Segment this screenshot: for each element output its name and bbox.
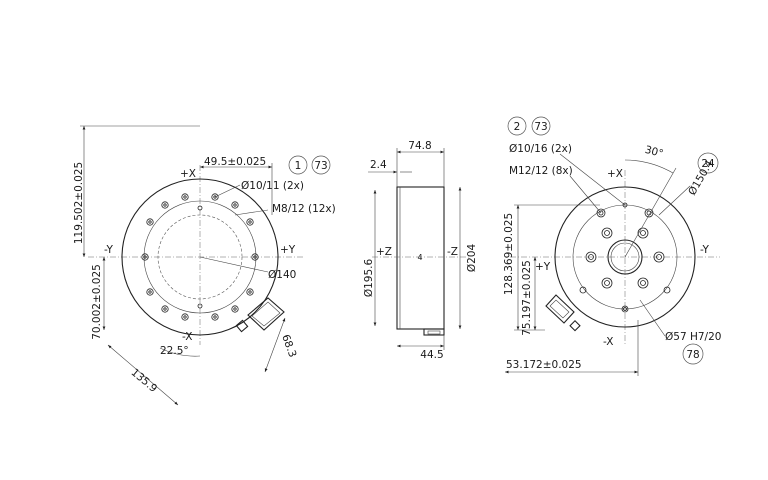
right-axis-py: +Y bbox=[535, 261, 551, 273]
left-diag-dim: 135.9 bbox=[129, 366, 160, 395]
right-axis-px: +X bbox=[607, 168, 623, 180]
right-dia: Ø150.4 bbox=[686, 158, 716, 197]
right-hole-b: M12/12 (8x) bbox=[509, 165, 573, 177]
right-connector bbox=[545, 294, 581, 332]
left-outer-body bbox=[121, 178, 279, 336]
left-inner-circle bbox=[157, 214, 243, 300]
right-view: 30° 2 73 Ø10/16 (2x) M12/12 (8x) 24 Ø150… bbox=[503, 116, 721, 376]
left-hole-b: M8/12 (12x) bbox=[272, 203, 336, 215]
left-callout-1 bbox=[288, 155, 308, 175]
right-callout-2-label: 2 bbox=[514, 121, 521, 133]
right-vert-dim-1: 128.369±0.025 bbox=[503, 213, 515, 295]
right-callout-78 bbox=[682, 343, 704, 365]
right-callout-73 bbox=[531, 116, 551, 136]
left-conn-dim: 68.3 bbox=[279, 333, 298, 359]
right-angle: 30° bbox=[643, 144, 664, 160]
left-axis-px: +X bbox=[180, 168, 196, 180]
left-view: 119.502±0.025 70.002±0.025 49.5±0.025 1 … bbox=[73, 125, 336, 406]
left-axis-py: +Y bbox=[280, 244, 296, 256]
side-center-mark: 4 bbox=[417, 253, 422, 262]
left-callout-73 bbox=[311, 155, 331, 175]
right-axis-nx: -X bbox=[603, 336, 613, 348]
left-dia: Ø140 bbox=[268, 269, 296, 281]
side-view: 74.8 2.4 Ø195.6 Ø204 44.5 +Z -Z 4 bbox=[363, 140, 478, 361]
left-holes bbox=[141, 193, 259, 321]
right-outer-body bbox=[554, 186, 696, 328]
left-axis-ny: -Y bbox=[104, 244, 114, 256]
side-axis-nz: -Z bbox=[447, 246, 458, 258]
side-body bbox=[396, 186, 445, 330]
left-callout-1-label: 1 bbox=[295, 160, 302, 172]
left-side-dim: 70.002±0.025 bbox=[91, 264, 103, 340]
right-callout-24 bbox=[697, 152, 719, 174]
left-hole-a: Ø10/11 (2x) bbox=[241, 180, 304, 192]
left-connector bbox=[235, 297, 285, 333]
right-holes bbox=[579, 202, 671, 313]
right-bottom-dim: 53.172±0.025 bbox=[506, 359, 582, 371]
side-connector bbox=[423, 328, 445, 336]
side-bottom-dim: 44.5 bbox=[420, 349, 443, 361]
left-height-dim: 119.502±0.025 bbox=[73, 162, 85, 244]
left-axis-nx: -X bbox=[182, 331, 192, 343]
left-angle: 22.5° bbox=[160, 345, 189, 357]
right-callout-78-label: 78 bbox=[686, 349, 699, 361]
side-dia-right: Ø204 bbox=[466, 244, 478, 273]
side-axis-pz: +Z bbox=[376, 246, 392, 258]
right-vert-dim-2: 75.197±0.025 bbox=[521, 260, 533, 336]
right-center-bore bbox=[607, 239, 643, 275]
side-width-dim: 74.8 bbox=[408, 140, 431, 152]
left-callout-73-label: 73 bbox=[314, 160, 327, 172]
side-lip-dim: 2.4 bbox=[370, 159, 387, 171]
right-bore: Ø57 H7/20 bbox=[665, 331, 721, 343]
right-callout-2 bbox=[507, 116, 527, 136]
side-dia-left: Ø195.6 bbox=[363, 259, 375, 298]
right-callout-73-label: 73 bbox=[534, 121, 547, 133]
right-hole-a: Ø10/16 (2x) bbox=[509, 143, 572, 155]
left-offset-dim: 49.5±0.025 bbox=[204, 156, 266, 168]
right-callout-24-label: 24 bbox=[701, 158, 715, 170]
right-axis-ny: -Y bbox=[700, 244, 710, 256]
